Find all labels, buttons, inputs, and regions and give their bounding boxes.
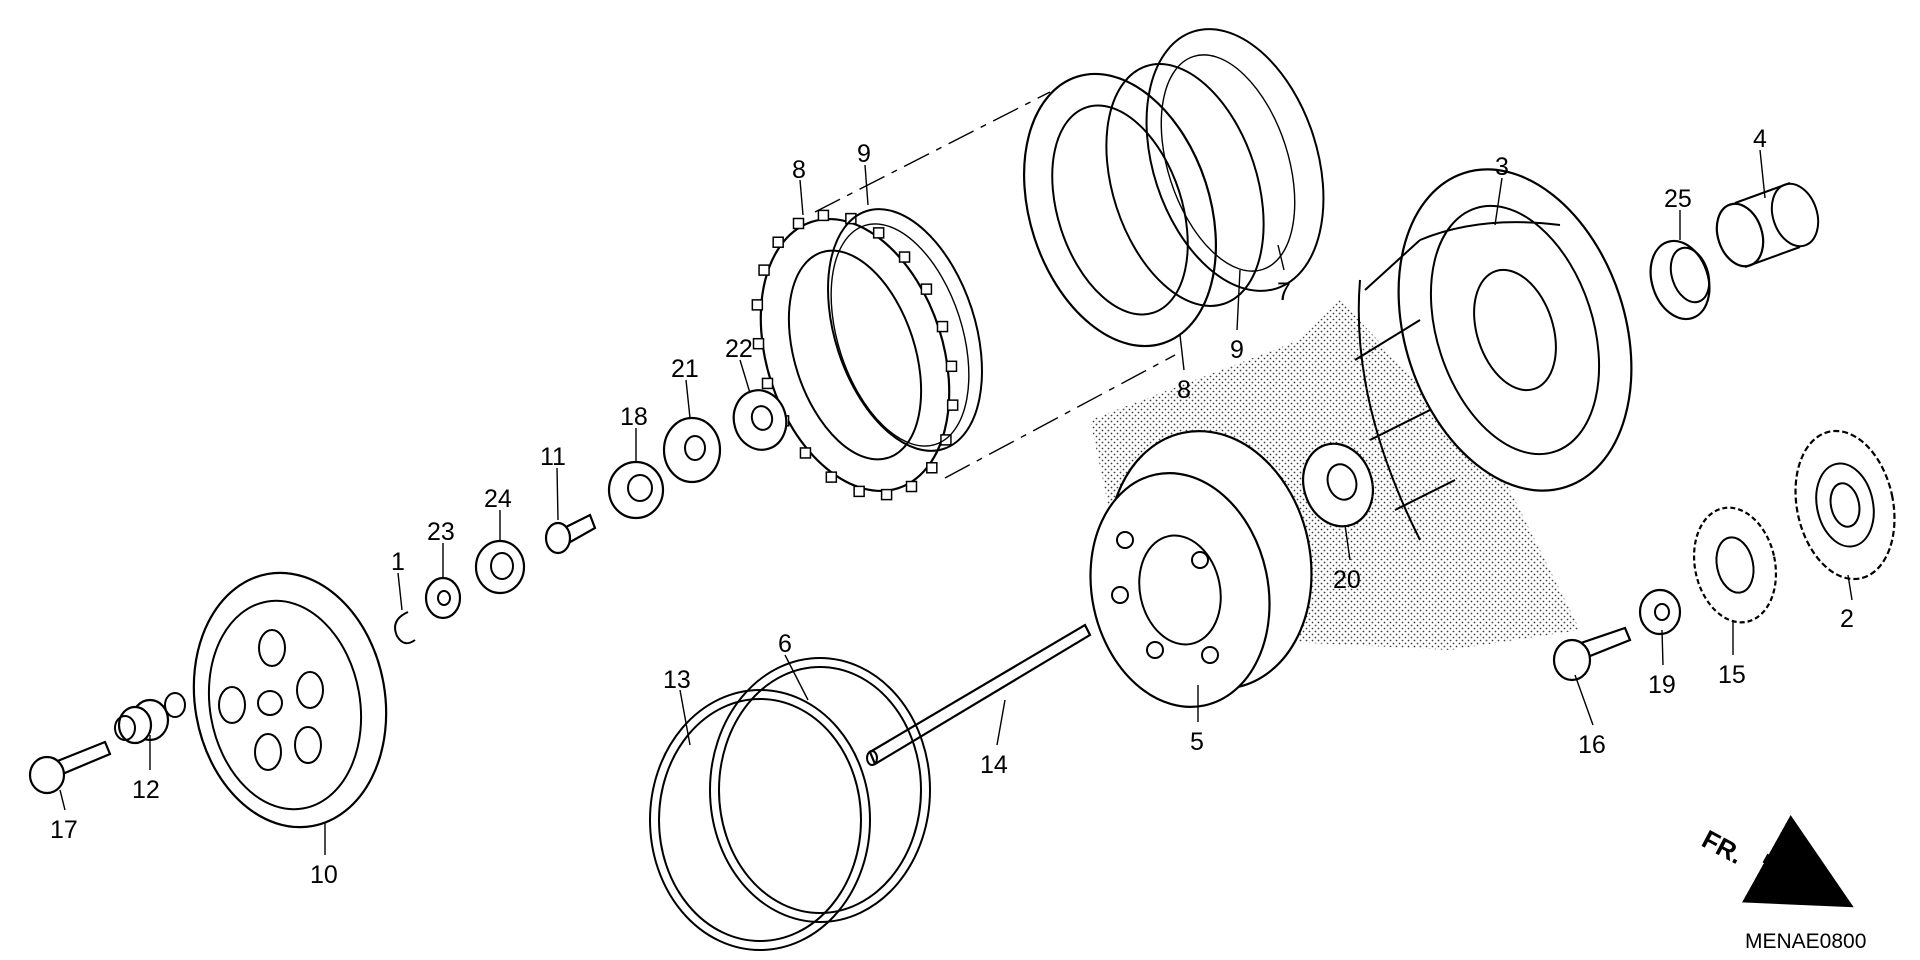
label-21: 21 — [671, 355, 699, 383]
label-16: 16 — [1578, 731, 1606, 759]
collar — [1715, 182, 1820, 268]
disc-tab — [880, 488, 893, 501]
o-ring-6 — [709, 657, 931, 923]
friction-disc-rear — [1022, 72, 1218, 348]
label-24: 24 — [484, 485, 512, 513]
label-12: 12 — [132, 776, 160, 804]
label-15: 15 — [1718, 661, 1746, 689]
leader-lines — [59, 149, 1853, 855]
part-number-labels: 1 2 3 4 5 6 7 8 8 9 9 10 11 12 13 14 15 … — [50, 125, 1854, 889]
washer-19 — [1638, 588, 1682, 636]
label-14: 14 — [980, 751, 1008, 779]
clutch-plate-rear — [1105, 63, 1265, 307]
thrust-washer-20 — [1302, 442, 1374, 528]
washer-23 — [424, 576, 462, 620]
label-7: 7 — [1277, 278, 1291, 306]
washer-22 — [732, 389, 788, 451]
friction-disc-7 — [1145, 28, 1325, 292]
label-22: 22 — [725, 335, 753, 363]
push-rod — [866, 623, 1092, 766]
disc-tab — [758, 264, 770, 276]
pressure-plate — [192, 571, 388, 829]
label-25: 25 — [1664, 185, 1692, 213]
nut-18 — [607, 460, 665, 520]
label-9b: 9 — [1230, 336, 1244, 364]
disc-tab — [752, 337, 765, 350]
disc-tab — [898, 251, 911, 263]
label-3: 3 — [1495, 153, 1509, 181]
disc-tab — [945, 360, 958, 373]
label-20: 20 — [1333, 566, 1361, 594]
disc-tab — [799, 447, 812, 459]
disc-tab — [905, 480, 918, 493]
label-10: 10 — [310, 861, 338, 889]
clutch-outer-housing — [1354, 168, 1633, 541]
label-11: 11 — [540, 443, 566, 471]
label-9: 9 — [857, 140, 871, 168]
disc-tab — [792, 217, 805, 230]
clutch-plate-front — [827, 208, 983, 452]
label-4: 4 — [1753, 125, 1767, 153]
needle-bearing — [1649, 239, 1711, 321]
disc-tab — [940, 434, 952, 446]
bolt-16 — [1552, 626, 1632, 682]
disc-tab — [772, 236, 784, 248]
label-18: 18 — [620, 403, 648, 431]
label-5: 5 — [1190, 728, 1204, 756]
label-2: 2 — [1840, 605, 1854, 633]
label-13: 13 — [663, 666, 691, 694]
front-indicator: FR. — [1697, 824, 1748, 870]
label-6: 6 — [778, 630, 792, 658]
label-1: 1 — [391, 548, 405, 576]
label-19: 19 — [1648, 671, 1676, 699]
label-8b: 8 — [1177, 376, 1191, 404]
front-direction-arrow: FR. — [1697, 815, 1854, 908]
bearing-24 — [474, 539, 526, 595]
disc-tab — [853, 485, 865, 498]
disc-tab — [817, 209, 830, 222]
disc-tab — [920, 283, 933, 295]
label-23: 23 — [427, 518, 455, 546]
disc-tab — [761, 377, 774, 390]
disc-tab — [825, 471, 838, 483]
disc-tab — [946, 399, 959, 411]
lock-washer-21 — [662, 416, 722, 484]
clutch-spring — [114, 692, 186, 745]
drive-gear-2 — [1794, 429, 1896, 581]
alignment-lines — [814, 91, 1176, 479]
bolt-17 — [28, 740, 112, 795]
label-17: 17 — [50, 816, 78, 844]
friction-disc-front — [751, 209, 959, 501]
lifter-piece-11 — [544, 513, 597, 555]
gear-15 — [1692, 506, 1778, 624]
disc-tab — [936, 320, 949, 333]
disc-tab — [845, 212, 857, 225]
clutch-center — [1089, 430, 1313, 708]
disc-tab — [751, 299, 764, 311]
snap-ring-1 — [394, 611, 416, 645]
disc-tab — [872, 227, 885, 239]
disc-tab — [926, 462, 938, 474]
label-8: 8 — [792, 156, 806, 184]
drawing-code: MENAE0800 — [1745, 930, 1866, 953]
